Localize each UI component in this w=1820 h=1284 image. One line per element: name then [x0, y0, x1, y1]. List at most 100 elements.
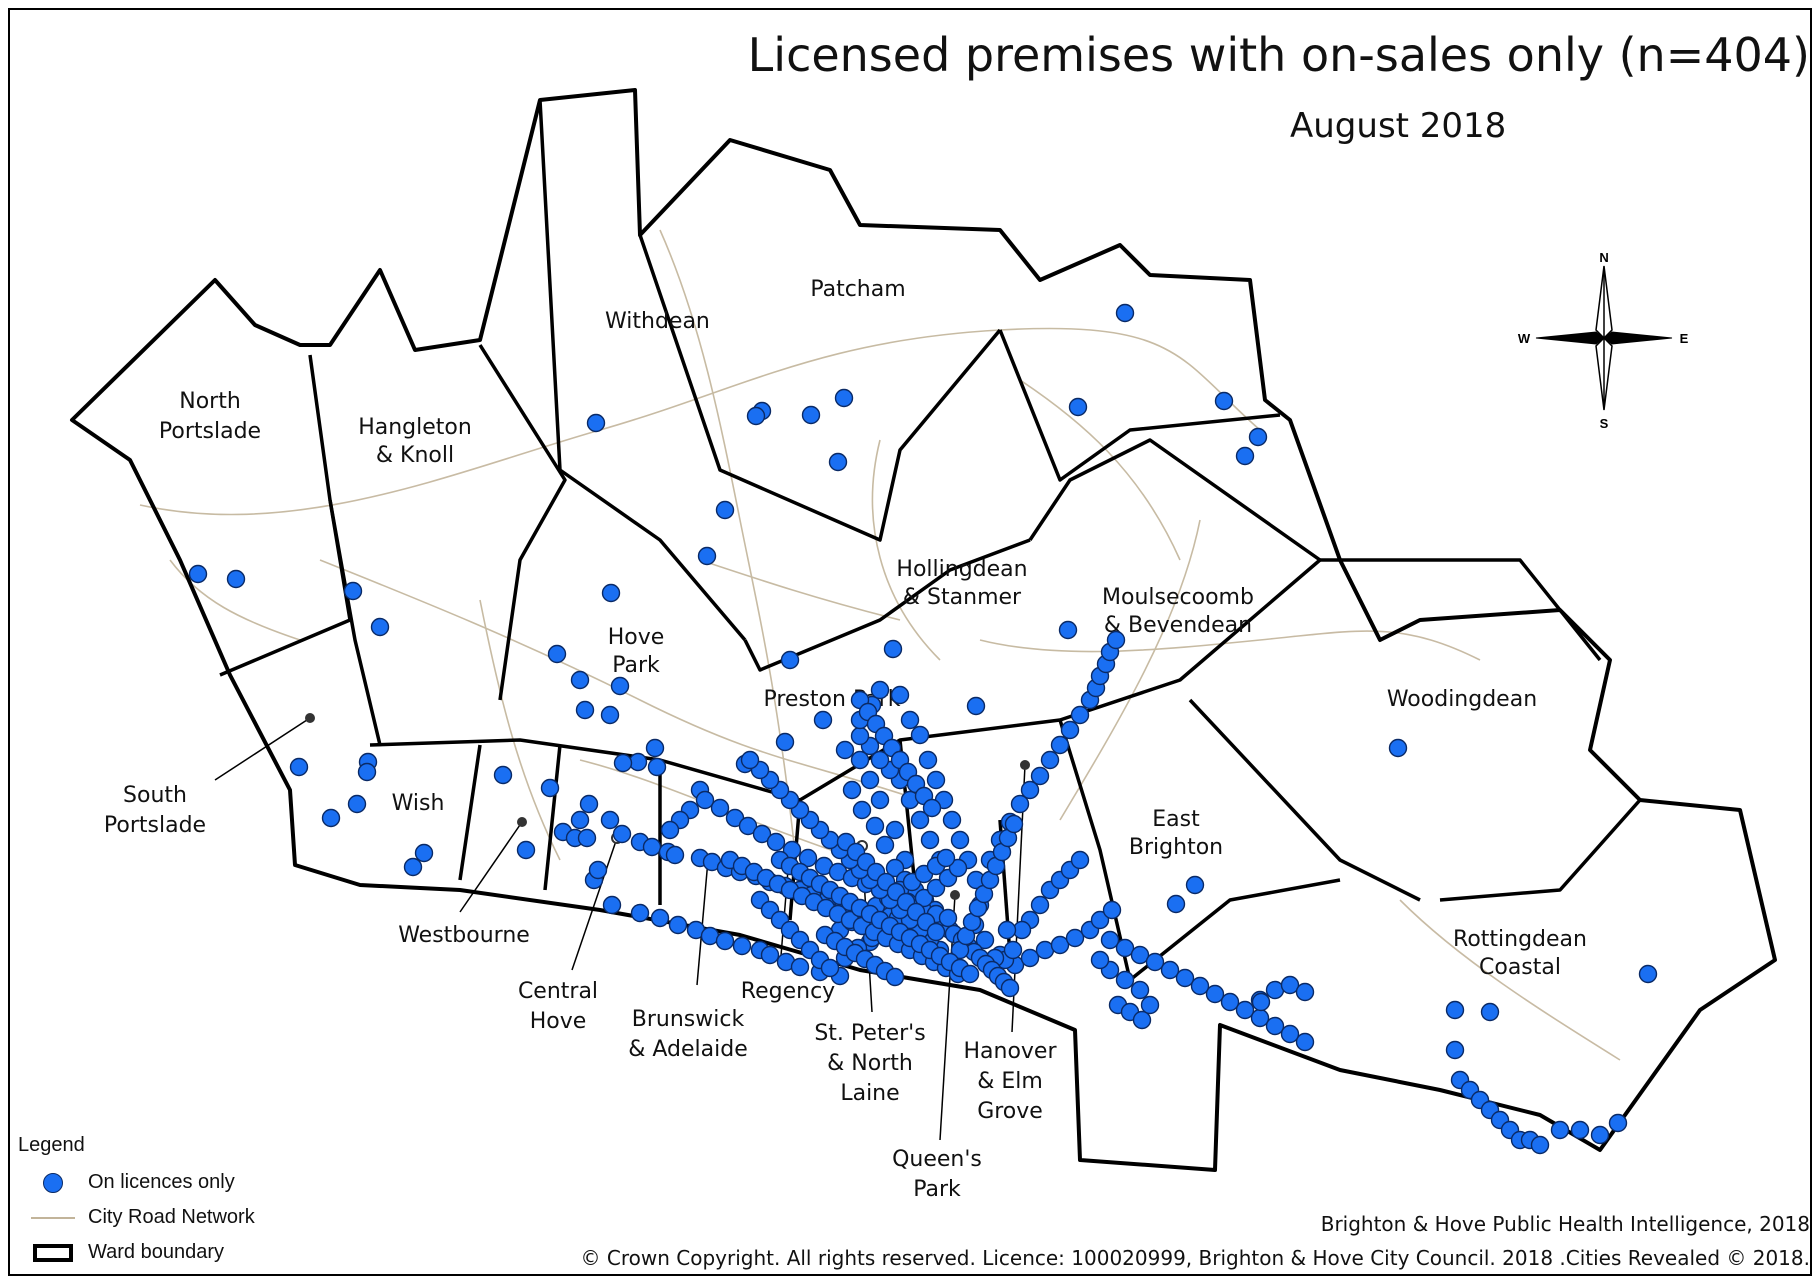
premises-point [875, 835, 895, 855]
ward-label-1: Hangleton [358, 415, 472, 440]
premises-point [922, 798, 942, 818]
premises-point [1638, 964, 1658, 984]
premises-point [1295, 982, 1315, 1002]
premises-point [600, 810, 620, 830]
premises-point [645, 738, 665, 758]
premises-point [516, 840, 536, 860]
ward-label-6b: Park [612, 653, 660, 678]
premises-point [780, 650, 800, 670]
premises-point [746, 406, 766, 426]
premises-point [942, 810, 962, 830]
premises-point [612, 824, 632, 844]
premises-point [695, 790, 715, 810]
premises-point [910, 725, 930, 745]
premises-point [883, 639, 903, 659]
ward-label-14: Regency [741, 979, 835, 1004]
premises-point [650, 908, 670, 928]
premises-point [414, 843, 434, 863]
premises-point [226, 569, 246, 589]
premises-point [850, 750, 870, 770]
compass-n: N [1599, 250, 1608, 265]
premises-point [697, 546, 717, 566]
premises-point [493, 765, 513, 785]
map-title: Licensed premises with on-sales only (n=… [747, 28, 1810, 82]
ward-label-0b: Portslade [159, 419, 261, 444]
premises-point [1248, 427, 1268, 447]
ward-label-16: St. Peter's [814, 1021, 925, 1046]
premises-point [798, 848, 818, 868]
premises-point [1106, 630, 1126, 650]
premises-point [918, 750, 938, 770]
premises-point [1130, 945, 1150, 965]
premises-point [910, 810, 930, 830]
premises-point [960, 964, 980, 984]
premises-point [1102, 900, 1122, 920]
ward-label-5: Moulsecoomb [1102, 585, 1254, 610]
premises-point [1295, 1032, 1315, 1052]
compass-s: S [1600, 416, 1609, 431]
premises-point [865, 816, 885, 836]
premises-point [732, 936, 752, 956]
premises-point [1030, 895, 1050, 915]
premises-point [926, 770, 946, 790]
premises-point [760, 945, 780, 965]
premises-point [1251, 992, 1271, 1012]
ward-label-10: Wish [392, 791, 445, 816]
ward-label-5b: & Bevendean [1104, 613, 1252, 638]
ward-label-18: Rottingdean [1453, 927, 1587, 952]
credit-line-1: Brighton & Hove Public Health Intelligen… [1320, 1212, 1810, 1236]
premises-point [357, 762, 377, 782]
premises-point [1250, 1008, 1270, 1028]
premises-point [870, 790, 890, 810]
premises-point [1166, 894, 1186, 914]
premises-point [926, 878, 946, 898]
compass-rose-icon: N S E W [1518, 250, 1689, 431]
ward-label-11: East [1152, 807, 1200, 832]
on-licence-point-icon [43, 1172, 63, 1193]
ward-label-2: Withdean [605, 309, 710, 334]
premises-point [1132, 1010, 1152, 1030]
ward-label-19: Queen's [892, 1147, 982, 1172]
legend-label: On licences only [88, 1171, 235, 1193]
premises-point [1090, 950, 1110, 970]
ward-label-8: Woodingdean [1387, 687, 1537, 712]
premises-point [1235, 446, 1255, 466]
premises-point [610, 676, 630, 696]
premises-point [766, 832, 786, 852]
legend: Legend On licences only City Road Networ… [18, 1134, 255, 1270]
premises-point [1185, 875, 1205, 895]
premises-point [828, 452, 848, 472]
premises-point [547, 644, 567, 664]
premises-point [890, 685, 910, 705]
premises-point [1020, 948, 1040, 968]
premises-point [1445, 1000, 1465, 1020]
premises-point [715, 500, 735, 520]
premises-point [1065, 928, 1085, 948]
premises-point [870, 680, 890, 700]
premises-point [289, 757, 309, 777]
premises-point [1004, 814, 1024, 834]
premises-point [1030, 766, 1050, 786]
premises-point [1140, 995, 1160, 1015]
premises-point [813, 710, 833, 730]
legend-item-road-network: City Road Network [18, 1200, 255, 1235]
premises-point [1010, 794, 1030, 814]
premises-point [1115, 970, 1135, 990]
premises-point [1115, 938, 1135, 958]
premises-point [343, 581, 363, 601]
ward-label-3: Patcham [810, 277, 905, 302]
legend-label: Ward boundary [88, 1241, 224, 1263]
compass-w: W [1518, 331, 1531, 346]
premises-point [1205, 984, 1225, 1004]
ward-label-6: Hove [608, 625, 665, 650]
premises-point [975, 930, 995, 950]
map-frame [8, 8, 1812, 1276]
legend-item-ward-boundary: Ward boundary [18, 1235, 255, 1270]
ward-label-13: Central [518, 979, 598, 1004]
premises-point [1050, 935, 1070, 955]
ward-label-19b: Park [913, 1177, 961, 1202]
ward-label-9: South [123, 783, 187, 808]
premises-point [660, 820, 680, 840]
legend-title: Legend [18, 1134, 85, 1156]
premises-point [1608, 1113, 1628, 1133]
